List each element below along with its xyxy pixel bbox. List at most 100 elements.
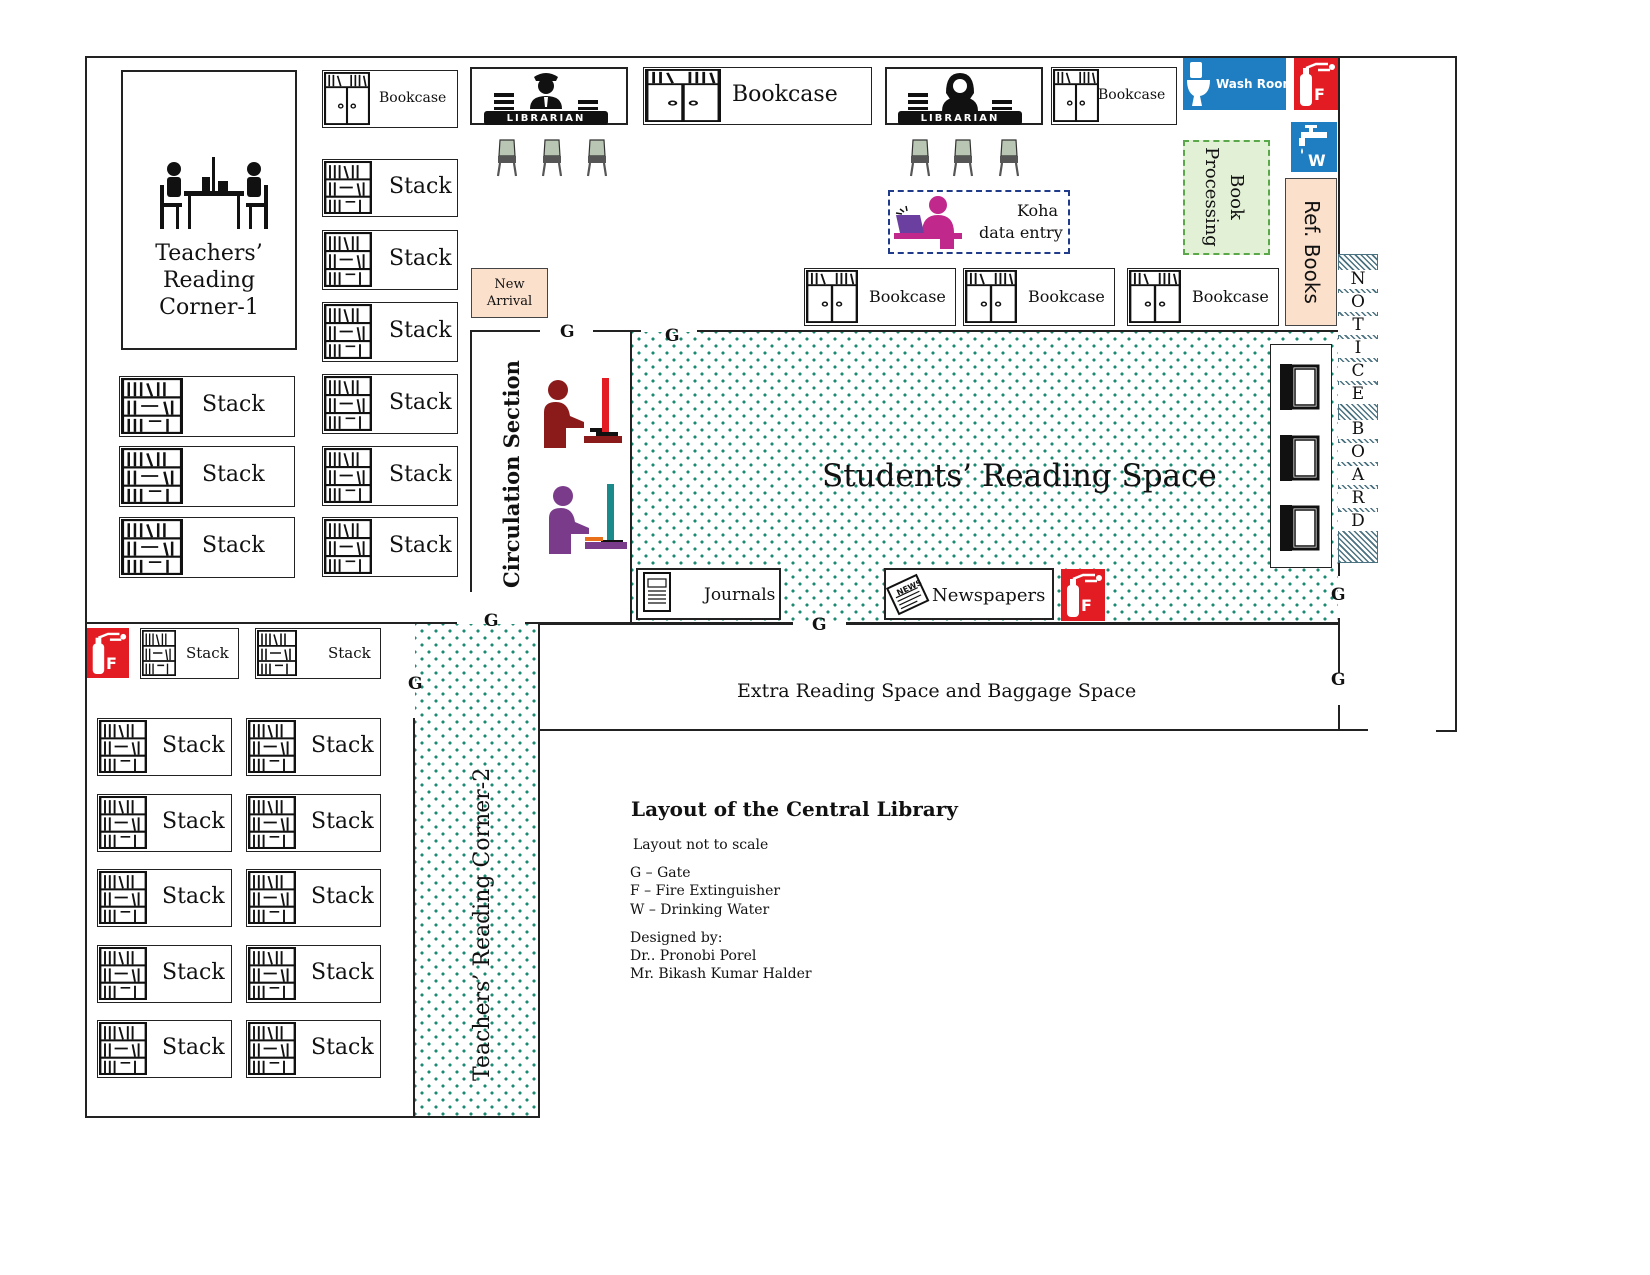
chair-icon [586, 139, 608, 177]
stack-2: Stack [322, 159, 458, 217]
notice-board-letter: D [1338, 512, 1378, 531]
gate-marker: G [408, 674, 423, 694]
corner2-wall-right [538, 622, 540, 1118]
washroom-label: Wash Room [1216, 77, 1296, 91]
bookcase-icon [965, 270, 1017, 327]
stack-label: Stack [311, 808, 374, 834]
stack-label: Stack [202, 462, 265, 488]
stack-label: Stack [311, 883, 374, 909]
circulation-section-label: Circulation Section [499, 360, 524, 588]
diagram-title: Layout of the Central Library [631, 797, 958, 821]
stack-label: Stack [162, 732, 225, 758]
notice-board-letter: E [1338, 385, 1378, 404]
gate-marker: G [484, 611, 499, 631]
drinking-water-label: W [1308, 151, 1326, 170]
ref-books-shelf [1285, 178, 1337, 326]
fire-extinguisher-icon-top [1300, 62, 1335, 106]
fire-extinguisher-lower-label: F [106, 654, 117, 673]
stack-label: Stack [202, 392, 265, 418]
mid-wall-left [85, 622, 457, 624]
stack-label: Stack [328, 643, 371, 662]
stack-icon [142, 630, 176, 680]
librarian-male-icon [484, 73, 608, 125]
stack-label: Stack [162, 1034, 225, 1060]
bookcase-11: Bookcase [643, 67, 872, 125]
chair-icon [952, 139, 974, 177]
mid-wall-right-a [525, 622, 793, 625]
students-wall-left [630, 330, 632, 624]
circulation-staff-2-icon [549, 484, 627, 554]
chair-icon [909, 139, 931, 177]
gate-marker: G [665, 326, 680, 346]
stack-21: Stack [246, 794, 381, 852]
koha-line1: Koha [1017, 201, 1058, 220]
designer-2: Mr. Bikash Kumar Halder [630, 966, 812, 982]
stack-icon [121, 519, 183, 579]
notice-board-letter: C [1338, 362, 1378, 381]
stack-icon [248, 1022, 296, 1079]
stack-3: Stack [322, 230, 458, 290]
bookcase-label: Bookcase [1192, 286, 1269, 306]
stack-label: Stack [389, 317, 452, 343]
stack-5: Stack [322, 374, 458, 434]
gate-marker: G [560, 322, 575, 342]
drinking-water [1291, 122, 1337, 172]
stack-10: Stack [119, 517, 295, 578]
legend-water: W – Drinking Water [630, 902, 770, 918]
stack-icon [248, 947, 296, 1004]
stack-icon [99, 796, 147, 853]
designed-by-label: Designed by: [630, 930, 723, 946]
stack-icon [324, 232, 372, 291]
teachers-corner-1-line1: Teachers’ [155, 241, 263, 266]
stack-22: Stack [97, 869, 232, 927]
bookcase-15: Bookcase [1127, 268, 1279, 326]
koha-line2: data entry [979, 223, 1063, 242]
fire-extinguisher-top-label: F [1314, 85, 1325, 104]
book-processing-line2: Processing [1201, 147, 1222, 247]
stack-8: Stack [119, 376, 295, 437]
new-arrival-line1: New [494, 277, 525, 292]
new-arrival-line2: Arrival [486, 294, 533, 309]
gate-marker: G [1331, 585, 1346, 605]
koha-operator-icon [894, 196, 962, 249]
legend-gate: G – Gate [630, 865, 691, 881]
stack-7: Stack [322, 517, 458, 577]
stack-icon [248, 871, 296, 928]
stack-17: Stack [255, 628, 381, 679]
newspapers-label: Newspapers [932, 585, 1046, 606]
stack-label: Stack [186, 643, 229, 662]
stack-label: Stack [202, 533, 265, 559]
bookcase-icon [645, 69, 721, 126]
stack-25: Stack [246, 945, 381, 1003]
bookcase-icon [806, 270, 858, 327]
stack-label: Stack [389, 532, 452, 558]
stack-20: Stack [97, 794, 232, 852]
door-icon [1280, 505, 1320, 551]
fire-extinguisher-students-label: F [1081, 596, 1092, 615]
stack-label: Stack [389, 389, 452, 415]
door-icon [1280, 435, 1320, 481]
stack-label: Stack [311, 732, 374, 758]
stack-icon [324, 376, 372, 435]
stack-label: Stack [162, 959, 225, 985]
teachers-reading-corner-2 [415, 624, 538, 1116]
stack-26: Stack [97, 1020, 232, 1078]
reading-table-icon [160, 157, 268, 229]
notice-board-letter: T [1338, 316, 1378, 335]
teachers-corner-1-line3: Corner-1 [159, 295, 259, 320]
notice-board-letter: A [1338, 466, 1378, 485]
stack-label: Stack [389, 173, 452, 199]
bookcase-icon [324, 72, 370, 129]
bookcase-12: Bookcase [1051, 67, 1177, 125]
stack-icon [324, 304, 372, 363]
notice-board-letter: N [1338, 270, 1378, 289]
chair-icon [496, 139, 518, 177]
librarian-1-label: LIBRARIAN [506, 113, 586, 124]
scale-note: Layout not to scale [633, 837, 769, 853]
newspaper-icon: NEWS [886, 573, 930, 616]
toilet-icon [1187, 62, 1210, 106]
lower-wall-left [85, 622, 87, 1118]
extra-reading-space-label: Extra Reading Space and Baggage Space [737, 680, 1137, 702]
notice-board-letter: I [1338, 339, 1378, 358]
stack-label: Stack [162, 808, 225, 834]
